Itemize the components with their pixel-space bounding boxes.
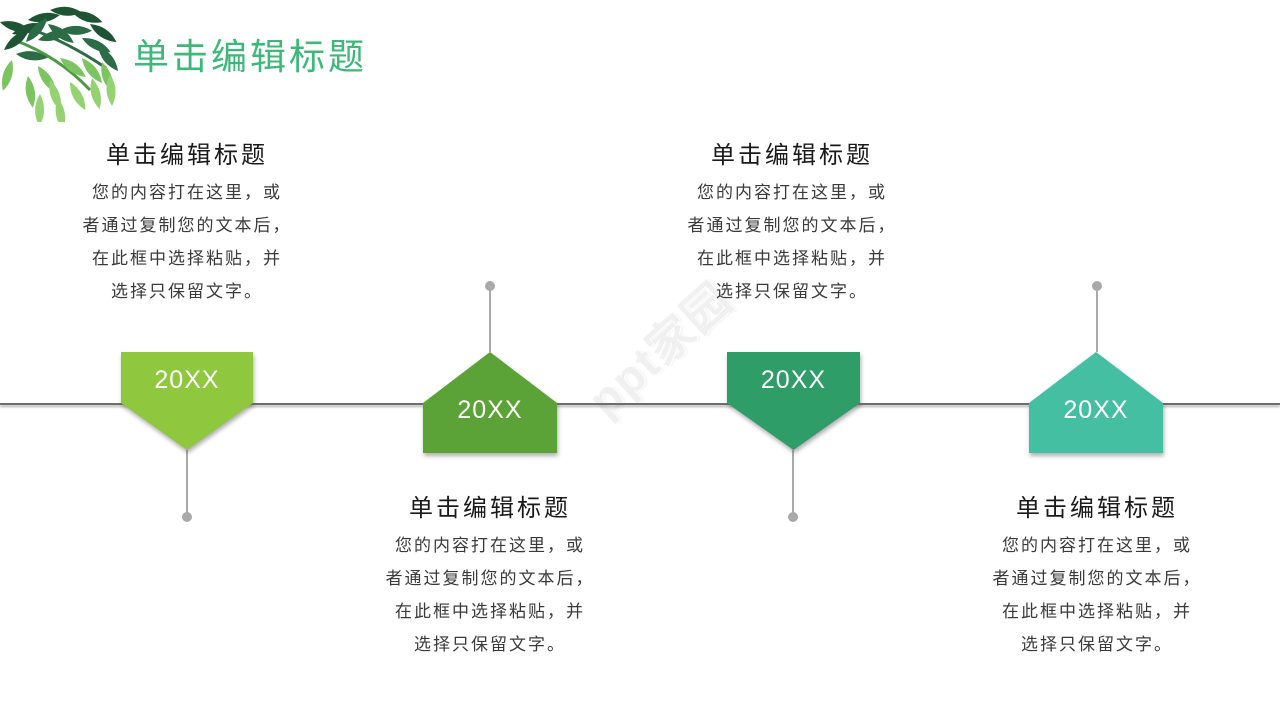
item-body-line: 者通过复制您的文本后， bbox=[687, 216, 897, 235]
timeline-marker-1: 20XX bbox=[121, 352, 253, 450]
item-body-line: 在此框中选择粘贴，并 bbox=[92, 249, 282, 268]
item-title: 单击编辑标题 bbox=[106, 142, 268, 169]
item-title: 单击编辑标题 bbox=[409, 495, 571, 522]
timeline-text-block-1: 单击编辑标题 您的内容打在这里，或 者通过复制您的文本后， 在此框中选择粘贴，并… bbox=[62, 141, 312, 308]
item-body-line: 者通过复制您的文本后， bbox=[385, 569, 595, 588]
item-body-line: 您的内容打在这里，或 bbox=[697, 183, 887, 202]
timeline-text-block-4: 单击编辑标题 您的内容打在这里，或 者通过复制您的文本后， 在此框中选择粘贴，并… bbox=[972, 494, 1222, 661]
timeline-marker-3: 20XX bbox=[727, 352, 860, 450]
timeline-text-block-2: 单击编辑标题 您的内容打在这里，或 者通过复制您的文本后， 在此框中选择粘贴，并… bbox=[365, 494, 615, 661]
item-body-line: 在此框中选择粘贴，并 bbox=[395, 602, 585, 621]
connector-dot-2 bbox=[485, 281, 495, 291]
item-body-line: 选择只保留文字。 bbox=[414, 635, 566, 654]
item-body-line: 您的内容打在这里，或 bbox=[395, 536, 585, 555]
page-title: 单击编辑标题 bbox=[133, 36, 368, 77]
marker-year-3: 20XX bbox=[760, 366, 827, 394]
connector-dot-4 bbox=[1092, 281, 1102, 291]
connector-dot-3 bbox=[788, 512, 798, 522]
item-body-line: 选择只保留文字。 bbox=[1021, 635, 1173, 654]
timeline-marker-2: 20XX bbox=[423, 352, 557, 453]
item-body-line: 在此框中选择粘贴，并 bbox=[1002, 602, 1192, 621]
connector-line-3 bbox=[792, 450, 794, 516]
connector-line-2 bbox=[489, 287, 491, 352]
item-title: 单击编辑标题 bbox=[711, 142, 873, 169]
item-body-line: 您的内容打在这里，或 bbox=[92, 183, 282, 202]
timeline-marker-4: 20XX bbox=[1029, 352, 1163, 453]
connector-line-1 bbox=[186, 450, 188, 516]
marker-year-1: 20XX bbox=[154, 366, 220, 394]
item-body-line: 您的内容打在这里，或 bbox=[1002, 536, 1192, 555]
marker-shape-down-1: 20XX bbox=[121, 352, 253, 450]
marker-year-2: 20XX bbox=[457, 396, 523, 424]
item-title: 单击编辑标题 bbox=[1016, 495, 1178, 522]
marker-shape-up-2: 20XX bbox=[423, 352, 557, 453]
item-body-line: 选择只保留文字。 bbox=[111, 282, 263, 301]
leaf-decoration-icon bbox=[0, 6, 118, 122]
item-body-line: 者通过复制您的文本后， bbox=[992, 569, 1202, 588]
timeline-text-block-3: 单击编辑标题 您的内容打在这里，或 者通过复制您的文本后， 在此框中选择粘贴，并… bbox=[667, 141, 917, 308]
connector-dot-1 bbox=[182, 512, 192, 522]
timeline-axis bbox=[0, 403, 1280, 405]
item-body-line: 在此框中选择粘贴，并 bbox=[697, 249, 887, 268]
marker-year-4: 20XX bbox=[1063, 396, 1129, 424]
marker-shape-down-3: 20XX bbox=[727, 352, 860, 450]
connector-line-4 bbox=[1096, 287, 1098, 352]
item-body-line: 者通过复制您的文本后， bbox=[82, 216, 292, 235]
marker-shape-up-4: 20XX bbox=[1029, 352, 1163, 453]
item-body-line: 选择只保留文字。 bbox=[716, 282, 868, 301]
